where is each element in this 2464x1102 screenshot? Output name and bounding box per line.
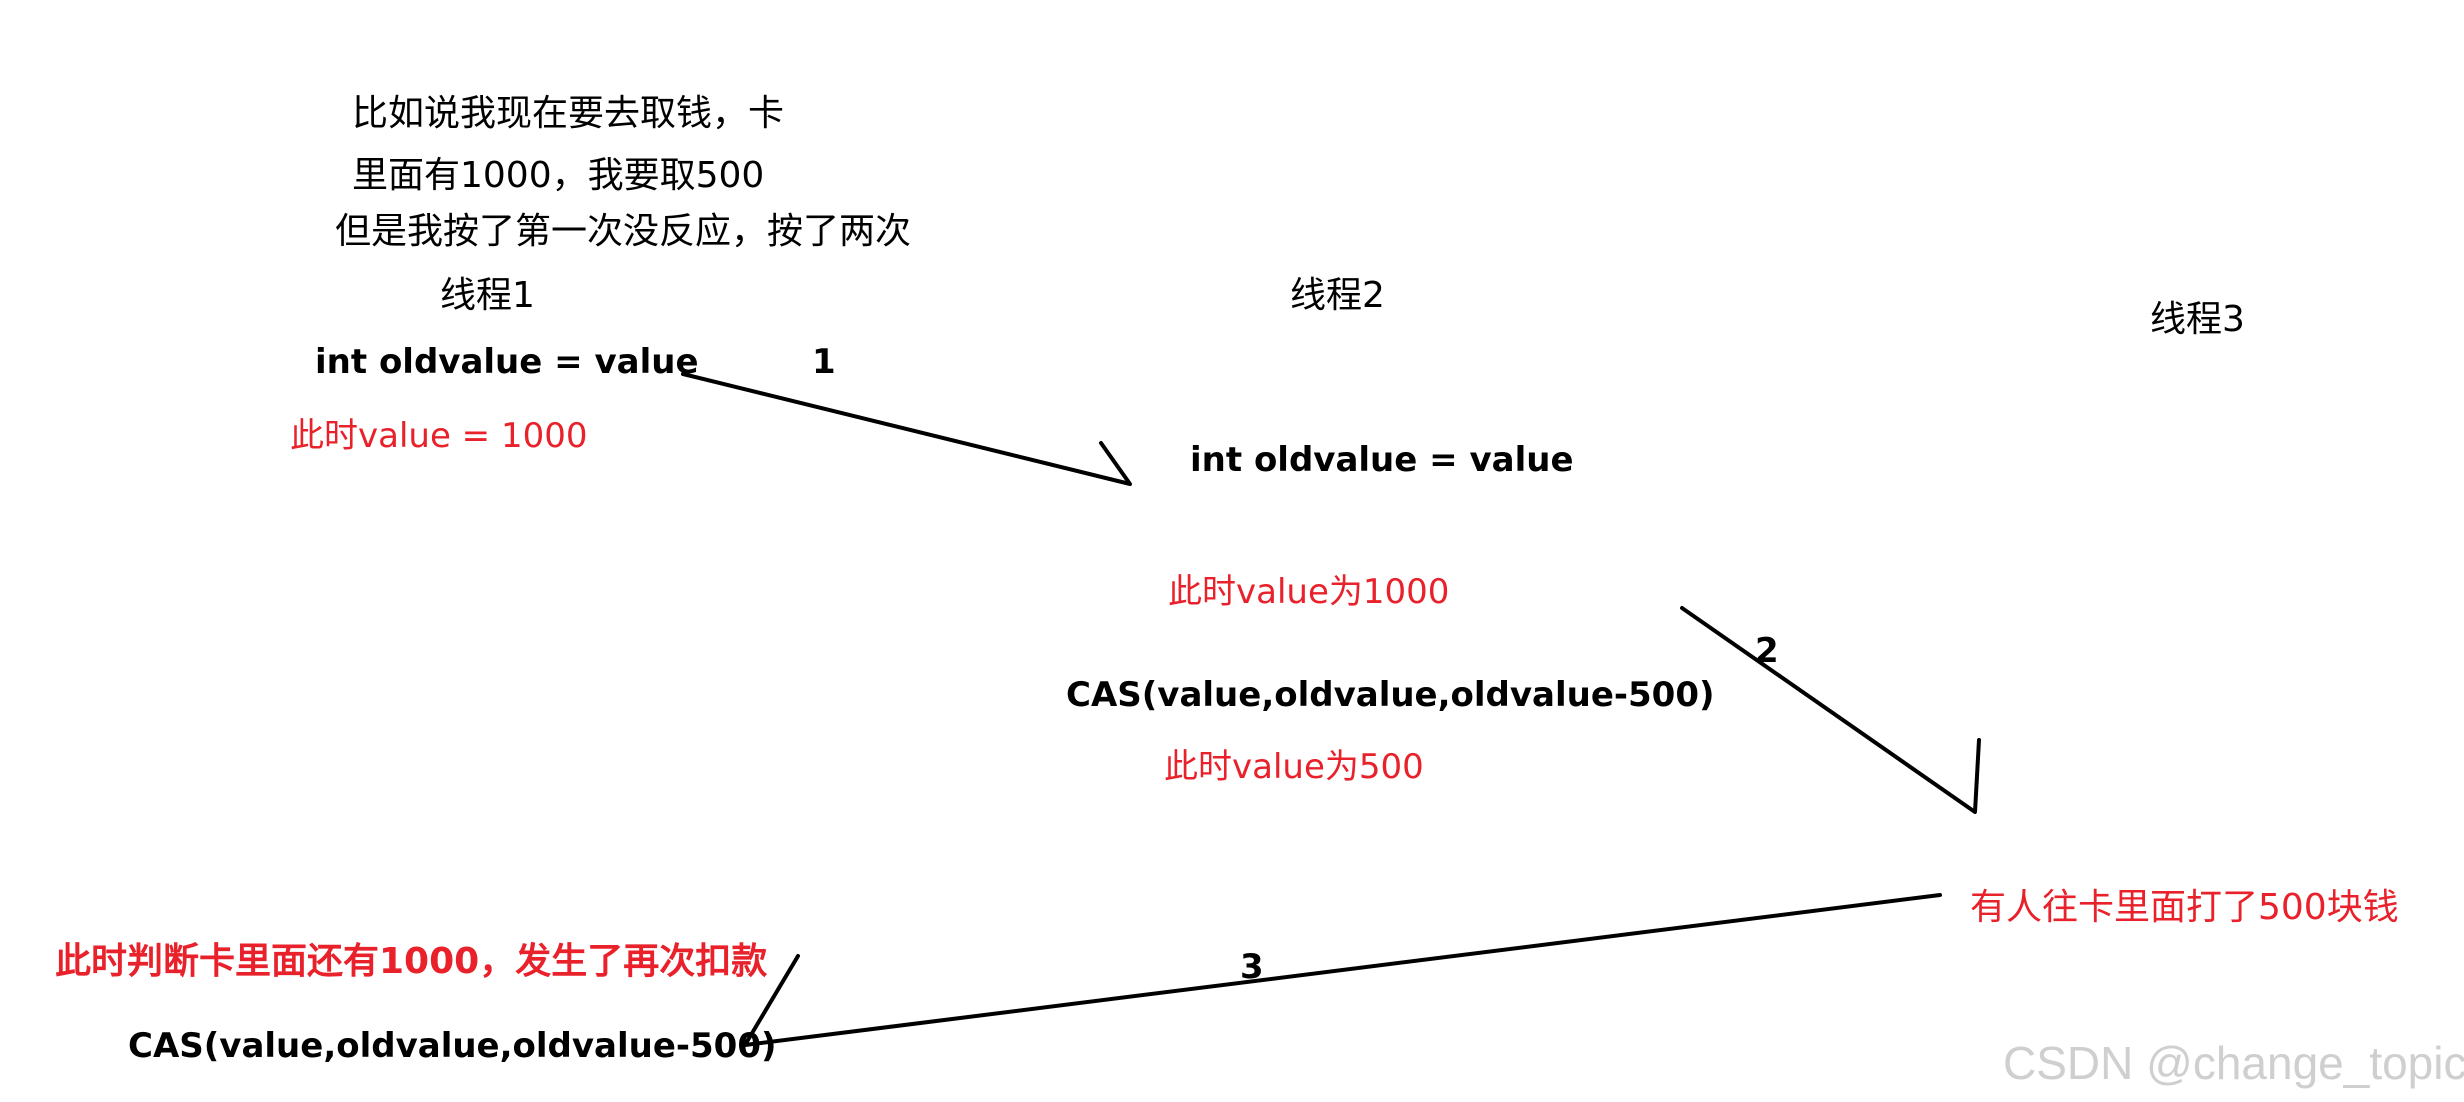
thread-1-label: 线程1	[440, 275, 535, 316]
thread-3-note: 有人往卡里面打了500块钱	[1970, 887, 2399, 928]
step-2-label: 2	[1755, 631, 1779, 671]
thread-1-decision-note: 此时判断卡里面还有1000，发生了再次扣款	[55, 941, 768, 982]
intro-line-1: 比如说我现在要去取钱，卡	[352, 93, 785, 134]
arrow-step-1	[681, 372, 1132, 486]
step-3-label: 3	[1240, 947, 1264, 987]
thread-2-cas-note: 此时value为500	[1164, 747, 1424, 787]
csdn-watermark: CSDN @change_topic	[2003, 1037, 2464, 1089]
thread-1-read-note: 此时value = 1000	[290, 416, 588, 456]
arrow-step-3	[743, 893, 1942, 1047]
thread-1-cas-code: CAS(value,oldvalue,oldvalue-500)	[128, 1026, 777, 1066]
intro-line-2: 里面有1000，我要取500	[352, 155, 765, 196]
thread-2-read-code: int oldvalue = value	[1190, 440, 1574, 480]
thread-1-read-code: int oldvalue = value	[315, 342, 699, 382]
step-1-label: 1	[812, 342, 836, 382]
thread-2-read-note: 此时value为1000	[1168, 572, 1450, 612]
intro-line-3: 但是我按了第一次没反应，按了两次	[335, 211, 912, 252]
thread-3-label: 线程3	[2150, 299, 2245, 340]
arrow-step-2	[1680, 606, 1981, 814]
thread-2-cas-code: CAS(value,oldvalue,oldvalue-500)	[1066, 675, 1715, 715]
thread-2-label: 线程2	[1290, 275, 1385, 316]
